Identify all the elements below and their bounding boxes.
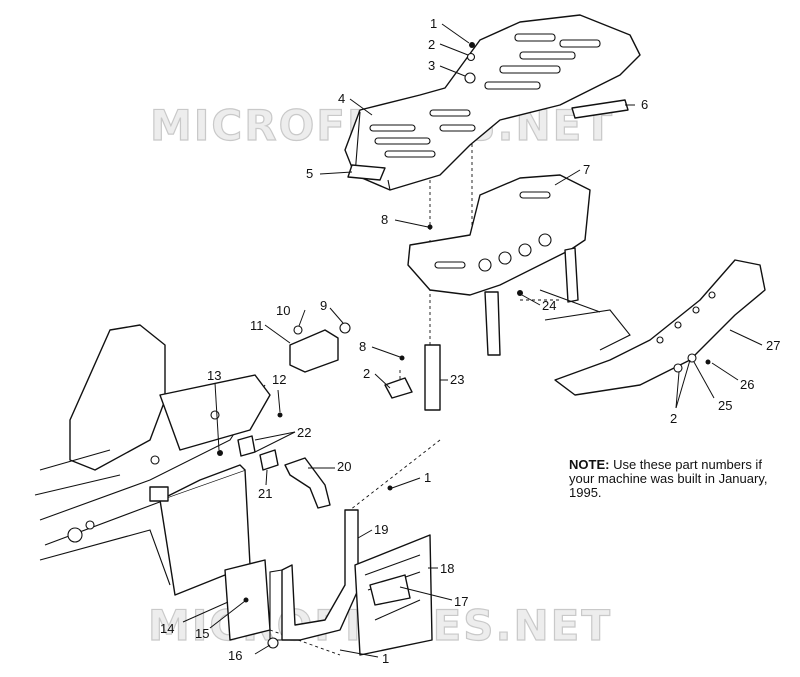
callout-18: 18 — [440, 561, 454, 576]
screw-12 — [277, 412, 283, 418]
callout-19: 19 — [374, 522, 388, 537]
callout-11: 11 — [250, 318, 264, 333]
callout-24: 24 — [542, 298, 556, 313]
callout-17: 17 — [454, 594, 468, 609]
callout-1: 1 — [430, 16, 437, 31]
washer-2c — [673, 363, 683, 373]
callout-7: 7 — [583, 162, 590, 177]
connector-21 — [259, 449, 279, 471]
callout-9: 9 — [320, 298, 327, 313]
callout-2c: 2 — [670, 411, 677, 426]
callout-2: 2 — [428, 37, 435, 52]
callout-3: 3 — [428, 58, 435, 73]
callout-6: 6 — [641, 97, 648, 112]
decal-5 — [347, 164, 386, 181]
callout-2b: 2 — [363, 366, 370, 381]
plate-17 — [369, 574, 411, 606]
bracket-23 — [424, 344, 441, 411]
nut-24 — [517, 290, 523, 296]
bolt-washer-stack — [464, 42, 476, 84]
callout-21: 21 — [258, 486, 272, 501]
clamp-22 — [237, 435, 256, 457]
battery-box — [149, 464, 251, 596]
callout-5: 5 — [306, 166, 313, 181]
callout-20: 20 — [337, 459, 351, 474]
nut-13 — [217, 450, 223, 456]
hose-20 — [284, 457, 331, 509]
note-text: NOTE: Use these part numbers if your mac… — [569, 458, 784, 500]
note-body: Use these part numbers if your machine w… — [569, 457, 768, 500]
callout-26: 26 — [740, 377, 754, 392]
rear-bumper — [539, 259, 766, 396]
screw-8b — [399, 355, 405, 361]
grommet-9 — [339, 322, 351, 334]
callout-22: 22 — [297, 425, 311, 440]
bracket-2b — [384, 377, 413, 399]
callout-labels: 1 2 3 4 5 6 7 8 24 9 10 11 8 2 23 12 13 … — [160, 16, 780, 666]
callout-10: 10 — [276, 303, 290, 318]
bolt-1b — [387, 485, 393, 491]
callout-23: 23 — [450, 372, 464, 387]
callout-15: 15 — [195, 626, 209, 641]
callout-25: 25 — [718, 398, 732, 413]
bolt-26 — [705, 359, 711, 365]
callout-1b: 1 — [424, 470, 431, 485]
note-label: NOTE: — [569, 457, 610, 472]
callout-8b: 8 — [359, 339, 366, 354]
rack-support — [407, 174, 591, 356]
callout-13: 13 — [207, 368, 221, 383]
callout-16: 16 — [228, 648, 242, 663]
grommet-16 — [267, 637, 279, 649]
leader-lines — [182, 23, 763, 658]
screw-8a — [427, 224, 433, 230]
tail-light — [289, 325, 339, 373]
callout-4: 4 — [338, 91, 345, 106]
callout-8: 8 — [381, 212, 388, 227]
decal-6 — [571, 99, 629, 119]
callout-1c: 1 — [382, 651, 389, 666]
rear-frame — [34, 324, 271, 586]
callout-12: 12 — [272, 372, 286, 387]
washer-25 — [687, 353, 697, 363]
callout-14: 14 — [160, 621, 174, 636]
callout-27: 27 — [766, 338, 780, 353]
